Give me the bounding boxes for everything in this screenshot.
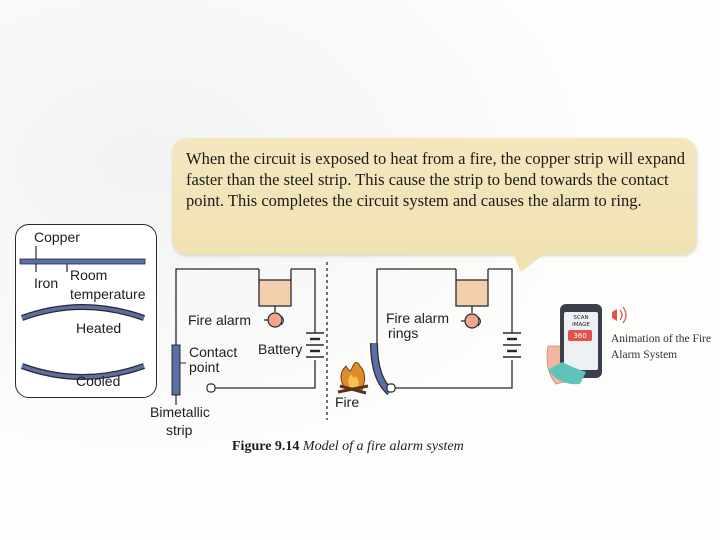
- room-label: Room: [70, 267, 108, 283]
- fire-alarm-label: Fire alarm: [188, 312, 252, 328]
- right-bell-icon: [464, 313, 480, 329]
- copper-label: Copper: [34, 229, 80, 245]
- temperature-label: temperature: [70, 286, 146, 302]
- iron-label: Iron: [34, 275, 59, 291]
- phone-scan-text: SCAN: [573, 315, 589, 321]
- figure-title: Model of a fire alarm system: [302, 439, 464, 454]
- animation-note: Animation of the Fire Alarm System: [611, 333, 711, 361]
- strip-label: strip: [166, 422, 193, 438]
- cooled-label: Cooled: [76, 373, 121, 389]
- battery-label: Battery: [258, 341, 303, 357]
- callout-tail: [512, 252, 547, 272]
- right-contact-point: [386, 383, 396, 393]
- point-label: point: [189, 359, 220, 375]
- figure-number: Figure 9.14: [232, 439, 300, 454]
- cooled-strip-inner: [21, 364, 145, 379]
- fire-icon: [337, 362, 369, 395]
- rings-label: rings: [388, 325, 419, 341]
- explanation-callout: When the circuit is exposed to heat from…: [172, 138, 696, 254]
- callout-text: When the circuit is exposed to heat from…: [186, 149, 685, 210]
- left-bell-icon: [267, 312, 283, 328]
- heated-label: Heated: [76, 320, 122, 336]
- phone-360-badge: 360: [573, 332, 587, 340]
- right-battery-icon: [503, 332, 521, 358]
- phone-scan-icon: [546, 304, 627, 385]
- contact-point: [206, 383, 216, 393]
- left-circuit: [175, 268, 316, 389]
- contact-label: Contact: [189, 344, 238, 360]
- phone-image-text: IMAGE: [572, 322, 590, 328]
- fire-alarm-rings-label: Fire alarm: [386, 310, 450, 326]
- straight-strip: [19, 258, 146, 265]
- heated-strip-inner: [21, 305, 145, 320]
- fire-label: Fire: [335, 394, 360, 410]
- left-battery-icon: [306, 332, 324, 358]
- right-circuit: [376, 268, 513, 389]
- bimetallic-label: Bimetallic: [150, 404, 210, 420]
- figure-caption: Figure 9.14 Model of a fire alarm system: [232, 439, 464, 455]
- left-bimetallic-strip: [171, 344, 181, 396]
